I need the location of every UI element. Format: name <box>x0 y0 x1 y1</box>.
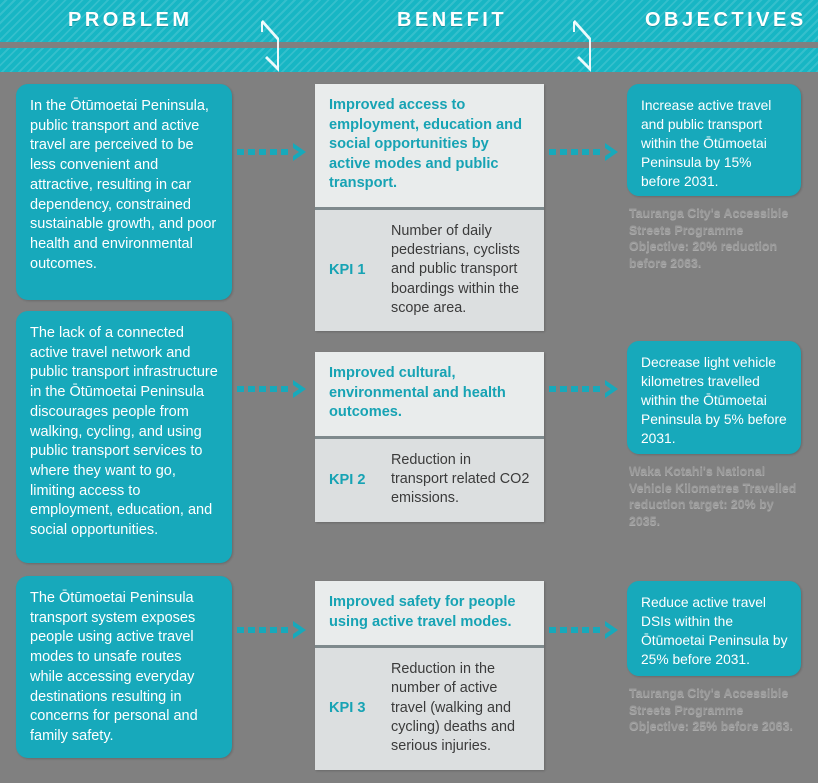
kpi-row-3: KPI 3 Reduction in the number of active … <box>315 645 544 770</box>
connector-arrow-problem-to-benefit-3 <box>237 621 306 639</box>
connector-arrow-benefit-to-objective-1 <box>549 143 618 161</box>
problem-box-2: The lack of a connected active travel ne… <box>16 311 232 563</box>
objective-group-1: Increase active travel and public transp… <box>627 84 801 271</box>
kpi-label-2: KPI 2 <box>329 471 366 488</box>
kpi-text-2: Reduction in transport related CO2 emiss… <box>391 451 530 507</box>
column-heading-benefit: BENEFIT <box>397 9 508 31</box>
kpi-label-1: KPI 1 <box>329 261 366 278</box>
kpi-text-1: Number of daily pedestrians, cyclists an… <box>391 222 520 316</box>
objective-text-1: Increase active travel and public transp… <box>627 84 801 196</box>
problem-text-3: The Ōtūmoetai Peninsula transport system… <box>16 576 232 758</box>
kpi-text-3: Reduction in the number of active travel… <box>391 661 515 755</box>
kpi-row-1: KPI 1 Number of daily pedestrians, cycli… <box>315 206 544 332</box>
header-divider-rule <box>0 42 818 48</box>
problem-box-3: The Ōtūmoetai Peninsula transport system… <box>16 576 232 758</box>
connector-arrow-benefit-to-objective-3 <box>549 621 618 639</box>
objective-text-2: Decrease light vehicle kilometres travel… <box>627 341 801 454</box>
problem-box-1: In the Ōtūmoetai Peninsula, public trans… <box>16 84 232 300</box>
benefit-heading-3: Improved safety for people using active … <box>315 581 544 646</box>
problem-text-2: The lack of a connected active travel ne… <box>16 311 232 563</box>
objective-text-3: Reduce active travel DSIs within the Ōtū… <box>627 581 801 676</box>
connector-arrow-benefit-to-objective-2 <box>549 380 618 398</box>
benefit-heading-2: Improved cultural, environmental and hea… <box>315 352 544 436</box>
benefit-card-1: Improved access to employment, education… <box>315 84 544 332</box>
column-heading-problem: PROBLEM <box>68 9 193 31</box>
header-band: PROBLEM BENEFIT OBJECTIVES <box>0 0 818 72</box>
objective-footnote-3: Tauranga City's Accessible Streets Progr… <box>629 686 793 733</box>
objective-footnote-1: Tauranga City's Accessible Streets Progr… <box>629 206 789 270</box>
objective-footnote-2: Waka Kotahi's National Vehicle Kilometre… <box>629 464 797 528</box>
header-transition-chevron-icon <box>261 20 279 72</box>
connector-arrow-problem-to-benefit-2 <box>237 380 306 398</box>
connector-arrow-problem-to-benefit-1 <box>237 143 306 161</box>
kpi-label-3: KPI 3 <box>329 700 366 717</box>
objective-group-2: Decrease light vehicle kilometres travel… <box>627 341 801 529</box>
benefit-card-2: Improved cultural, environmental and hea… <box>315 352 544 522</box>
kpi-row-2: KPI 2 Reduction in transport related CO2… <box>315 435 544 522</box>
objective-group-3: Reduce active travel DSIs within the Ōtū… <box>627 581 801 735</box>
benefit-card-3: Improved safety for people using active … <box>315 581 544 770</box>
problem-text-1: In the Ōtūmoetai Peninsula, public trans… <box>16 84 232 300</box>
header-transition-chevron-icon-2 <box>573 20 591 72</box>
column-heading-objectives: OBJECTIVES <box>645 9 807 31</box>
benefit-heading-1: Improved access to employment, education… <box>315 84 544 207</box>
